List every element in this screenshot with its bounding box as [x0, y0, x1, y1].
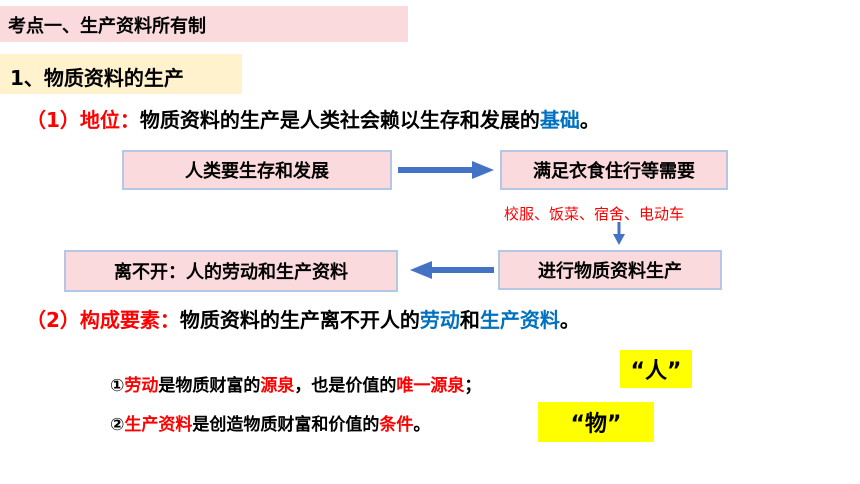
point1-end: 。	[579, 108, 600, 132]
item2-h2: 条件	[379, 415, 414, 435]
point1-label: （1）地位：	[26, 108, 140, 132]
flow-box-requirements: 离不开：人的劳动和生产资料	[64, 250, 398, 292]
item1-h3: 唯一源泉	[396, 376, 465, 396]
item2-h1: 生产资料	[124, 415, 193, 435]
item1-num: ①	[110, 376, 125, 396]
item1-h1: 劳动	[124, 376, 159, 396]
item1-t2: ，也是价值的	[294, 376, 397, 396]
item1-h2: 源泉	[260, 376, 295, 396]
item1-t3: ；	[464, 376, 482, 396]
item1-line: ①劳动是物质财富的源泉，也是价值的唯一源泉；	[110, 371, 481, 396]
arrow-left-icon	[410, 261, 494, 279]
flow-box-production: 进行物质资料生产	[498, 250, 722, 290]
point1-highlight: 基础	[539, 108, 580, 132]
tag-wu: “物”	[538, 402, 654, 442]
item2-t2: 。	[413, 415, 431, 435]
point2-highlight-means: 生产资料	[479, 308, 560, 332]
subsection-title: 1、物质资料的生产	[0, 54, 242, 94]
item2-t1: 是创造物质财富和价值的	[192, 415, 380, 435]
arrow-right-icon	[398, 161, 494, 179]
flow-box-needs: 满足衣食住行等需要	[500, 150, 728, 190]
point1-line: （1）地位：物质资料的生产是人类社会赖以生存和发展的基础。	[26, 104, 600, 133]
flow-box-survive: 人类要生存和发展	[122, 150, 392, 190]
point2-highlight-labor: 劳动	[419, 308, 460, 332]
point1-text: 物质资料的生产是人类社会赖以生存和发展的	[139, 108, 540, 132]
tag-ren: “人”	[620, 350, 692, 388]
flow-examples: 校服、饭菜、宿舍、电动车	[504, 205, 685, 223]
point2-text: 物质资料的生产离不开人的	[179, 308, 420, 332]
arrow-down-icon	[613, 222, 625, 245]
item1-t1: 是物质财富的	[158, 376, 261, 396]
point2-end: 。	[559, 308, 580, 332]
section-title: 考点一、生产资料所有制	[0, 6, 408, 42]
point2-and: 和	[459, 308, 480, 332]
item2-line: ②生产资料是创造物质财富和价值的条件。	[110, 410, 430, 435]
point2-line: （2）构成要素：物质资料的生产离不开人的劳动和生产资料。	[26, 304, 580, 333]
point2-label: （2）构成要素：	[26, 308, 180, 332]
item2-num: ②	[110, 415, 125, 435]
